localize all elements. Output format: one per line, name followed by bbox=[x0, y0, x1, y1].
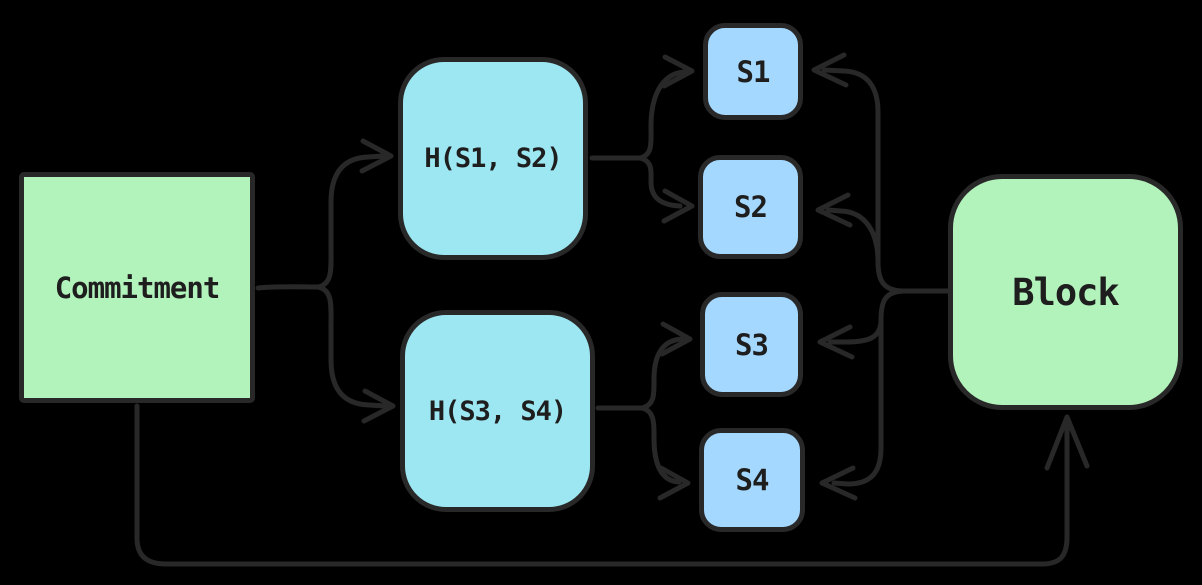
arrowhead-into-hash34 bbox=[361, 388, 396, 424]
edge-hash34-to-s4 bbox=[639, 405, 682, 485]
arrowhead-into-s4-left bbox=[657, 465, 691, 501]
edge-block-to-s2 bbox=[825, 207, 881, 265]
segment-s3-node: S3 bbox=[700, 292, 803, 397]
arrowhead-into-s2-left bbox=[661, 188, 695, 224]
edge-hash12-to-s2 bbox=[637, 155, 683, 209]
segment-s2-label: S2 bbox=[734, 190, 768, 224]
arrowhead-into-s2-right bbox=[815, 192, 853, 228]
edge-hash34-to-s3 bbox=[639, 336, 685, 411]
commitment-label: Commitment bbox=[54, 270, 221, 305]
edge-commitment-to-hash34 bbox=[315, 284, 388, 409]
edge-commitment-stem bbox=[255, 284, 321, 291]
hash-s1-s2-label: H(S1, S2) bbox=[424, 143, 562, 174]
segment-s2-node: S2 bbox=[698, 155, 803, 259]
edge-block-to-s3 bbox=[827, 317, 884, 345]
arrowhead-into-block bbox=[1044, 414, 1090, 471]
hash-s3-s4-node: H(S3, S4) bbox=[400, 310, 595, 512]
hash-s1-s2-node: H(S1, S2) bbox=[398, 57, 588, 260]
arrowhead-into-s4-right bbox=[819, 465, 858, 501]
arrowhead-into-s3-right bbox=[817, 324, 855, 360]
arrowhead-into-s1-right bbox=[811, 52, 849, 88]
arrowhead-into-hash12 bbox=[359, 138, 394, 174]
segment-s4-node: S4 bbox=[699, 428, 805, 532]
commitment-node: Commitment bbox=[19, 172, 255, 403]
segment-s1-node: S1 bbox=[703, 23, 803, 120]
hash-s3-s4-label: H(S3, S4) bbox=[428, 395, 567, 427]
edge-hash12-to-s1 bbox=[637, 69, 687, 161]
arrowhead-into-s3-left bbox=[659, 321, 693, 357]
segment-s3-label: S3 bbox=[735, 327, 769, 362]
segment-s4-label: S4 bbox=[735, 463, 770, 497]
edge-block-to-s1 bbox=[821, 67, 906, 294]
arrowhead-into-s1-left bbox=[661, 54, 695, 89]
edge-commitment-to-block bbox=[134, 403, 1070, 567]
block-label: Block bbox=[1012, 270, 1119, 314]
segment-s1-label: S1 bbox=[736, 54, 771, 89]
edge-commitment-to-hash12 bbox=[315, 153, 386, 290]
block-node: Block bbox=[948, 174, 1183, 410]
edge-block-to-s4 bbox=[831, 288, 906, 487]
